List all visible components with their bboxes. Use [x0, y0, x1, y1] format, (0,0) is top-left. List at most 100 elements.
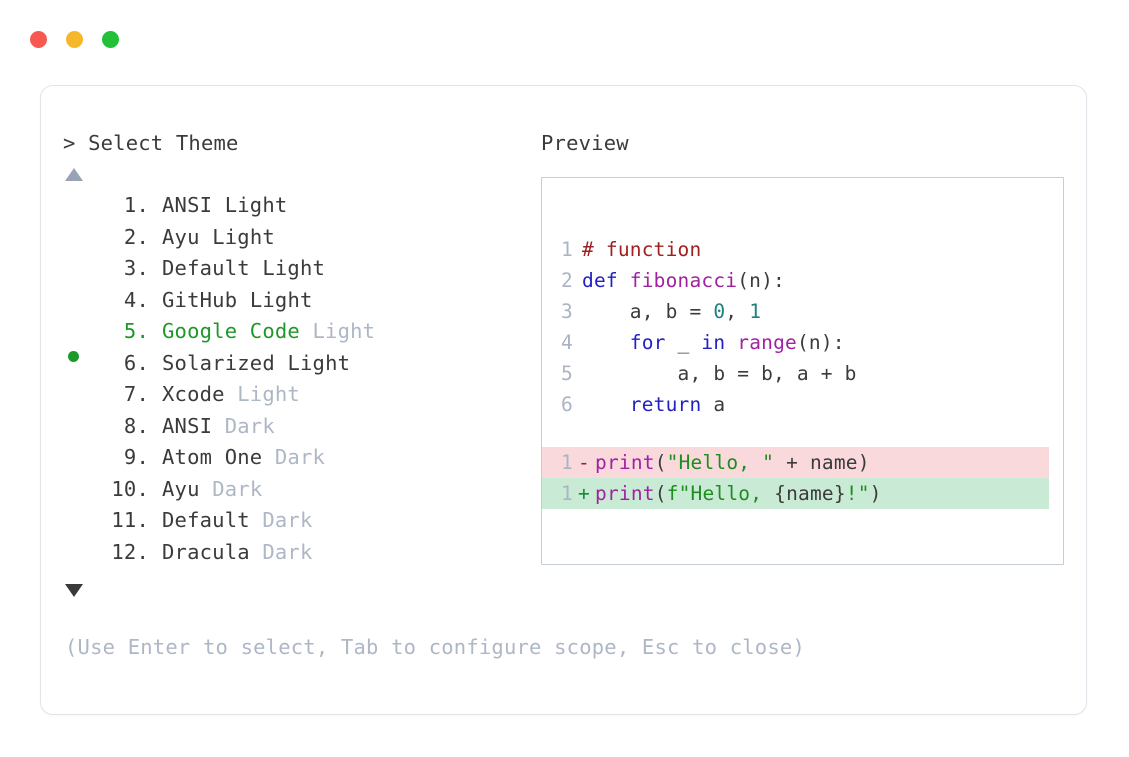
code-token: [582, 331, 630, 354]
theme-list-item[interactable]: 6. Solarized Light: [63, 348, 533, 380]
code-token: _: [665, 331, 702, 354]
code-token: a: [701, 393, 726, 416]
code-blank-line: [542, 420, 1063, 447]
diff-marker: +: [578, 482, 590, 505]
code-token: !": [845, 482, 870, 505]
code-token: {name}: [774, 482, 846, 505]
theme-list-item[interactable]: 10.Ayu Dark: [63, 474, 533, 506]
theme-item-spacer: [275, 348, 288, 380]
keyboard-hint: (Use Enter to select, Tab to configure s…: [65, 635, 805, 659]
code-line-number: 2: [561, 269, 573, 292]
code-token: ,: [725, 300, 750, 323]
close-window-icon[interactable]: [30, 31, 47, 48]
theme-item-variant: Light: [249, 287, 313, 312]
theme-item-index: 11.: [111, 508, 149, 532]
selected-bullet-icon: [68, 351, 79, 362]
code-token: # function: [582, 238, 702, 261]
code-token: [725, 331, 737, 354]
theme-item-spacer: [262, 442, 275, 474]
theme-item-variant: Light: [312, 319, 376, 343]
code-token: a, b =: [582, 300, 714, 323]
theme-list-item[interactable]: 7.Xcode Light: [63, 379, 533, 411]
triangle-up-icon[interactable]: [65, 168, 83, 181]
triangle-down-icon[interactable]: [65, 584, 83, 597]
theme-item-variant: Dark: [262, 539, 313, 564]
theme-item-spacer: [212, 190, 225, 222]
code-token: (: [654, 451, 667, 474]
code-line-text: a, b = b, a + b: [582, 358, 857, 389]
theme-list-item[interactable]: 1.ANSI Light: [63, 190, 533, 222]
code-line: 1 # function: [542, 234, 1063, 265]
theme-item-spacer: [200, 222, 213, 254]
theme-list-item[interactable]: 8.ANSI Dark: [63, 411, 533, 443]
theme-item-name: Solarized: [162, 350, 275, 375]
theme-list-item[interactable]: 11. Default Dark: [63, 505, 533, 537]
code-token: "Hello, ": [666, 451, 775, 474]
diff-line-number: 1: [561, 482, 573, 505]
prompt-caret-icon: >: [63, 131, 76, 155]
theme-item-spacer: [212, 411, 225, 443]
theme-item-name: Dracula: [162, 539, 250, 564]
code-line: 4 for _ in range(n):: [542, 327, 1063, 358]
code-token: (n):: [737, 269, 785, 292]
diff-marker: -: [578, 451, 590, 474]
theme-item-variant: Dark: [262, 508, 313, 532]
theme-item-index: 5.: [123, 319, 149, 343]
code-token: def: [582, 269, 630, 292]
code-token: f"Hello,: [666, 482, 775, 505]
code-line: 2 def fibonacci(n):: [542, 265, 1063, 296]
code-line-text: for _ in range(n):: [582, 327, 845, 358]
theme-item-variant: Light: [262, 256, 326, 280]
code-token: + name): [774, 451, 870, 474]
code-token: 0: [713, 300, 726, 323]
code-line-number: 1: [561, 238, 573, 261]
code-token: for: [629, 331, 666, 354]
theme-item-name: Xcode: [162, 382, 225, 406]
prompt-label: Select Theme: [88, 131, 239, 155]
theme-item-index: 8.: [123, 413, 149, 438]
theme-item-spacer: [250, 253, 263, 285]
minimize-window-icon[interactable]: [66, 31, 83, 48]
theme-list-item[interactable]: 5.Google Code Light: [63, 316, 533, 362]
theme-item-index: 3.: [123, 256, 149, 280]
diff-line-text: print(f"Hello, {name}!"): [595, 478, 882, 509]
preview-label: Preview: [541, 131, 629, 155]
code-token: [582, 393, 630, 416]
code-token: print: [595, 482, 655, 505]
theme-list-item[interactable]: 4.GitHub Light: [63, 285, 533, 317]
code-token: fibonacci: [629, 269, 738, 292]
theme-item-variant: Light: [287, 350, 351, 375]
theme-item-name: Default: [162, 508, 250, 532]
maximize-window-icon[interactable]: [102, 31, 119, 48]
page-title: [76, 131, 89, 155]
diff-line-deleted: 1-print("Hello, " + name): [542, 447, 1049, 478]
code-line-text: def fibonacci(n):: [582, 265, 785, 296]
theme-item-spacer: [300, 316, 313, 348]
code-line-text: # function: [582, 234, 701, 265]
theme-list-item[interactable]: 12. Dracula Dark: [63, 537, 533, 569]
code-token: return: [629, 393, 702, 416]
prompt-line: > Select Theme: [63, 130, 533, 156]
code-token: ): [869, 482, 882, 505]
code-line-number: 6: [561, 393, 573, 416]
theme-item-name: Atom One: [162, 445, 263, 469]
theme-item-variant: Light: [237, 382, 300, 406]
theme-item-spacer: [250, 537, 263, 569]
theme-list-item[interactable]: 3.Default Light: [63, 253, 533, 285]
theme-item-index: 12.: [111, 539, 149, 564]
code-line-text: a, b = 0, 1: [582, 296, 761, 327]
code-line-number: 5: [561, 362, 573, 385]
theme-item-variant: Dark: [212, 476, 263, 501]
theme-item-index: 4.: [123, 287, 149, 312]
theme-list-item[interactable]: 2.Ayu Light: [63, 222, 533, 254]
theme-item-spacer: [237, 285, 250, 317]
diff-line-added: 1+print(f"Hello, {name}!"): [542, 478, 1049, 509]
theme-list-item[interactable]: 9.Atom One Dark: [63, 442, 533, 474]
theme-item-variant: Dark: [224, 413, 275, 438]
theme-item-index: 6.: [123, 350, 149, 375]
code-token: (: [654, 482, 667, 505]
